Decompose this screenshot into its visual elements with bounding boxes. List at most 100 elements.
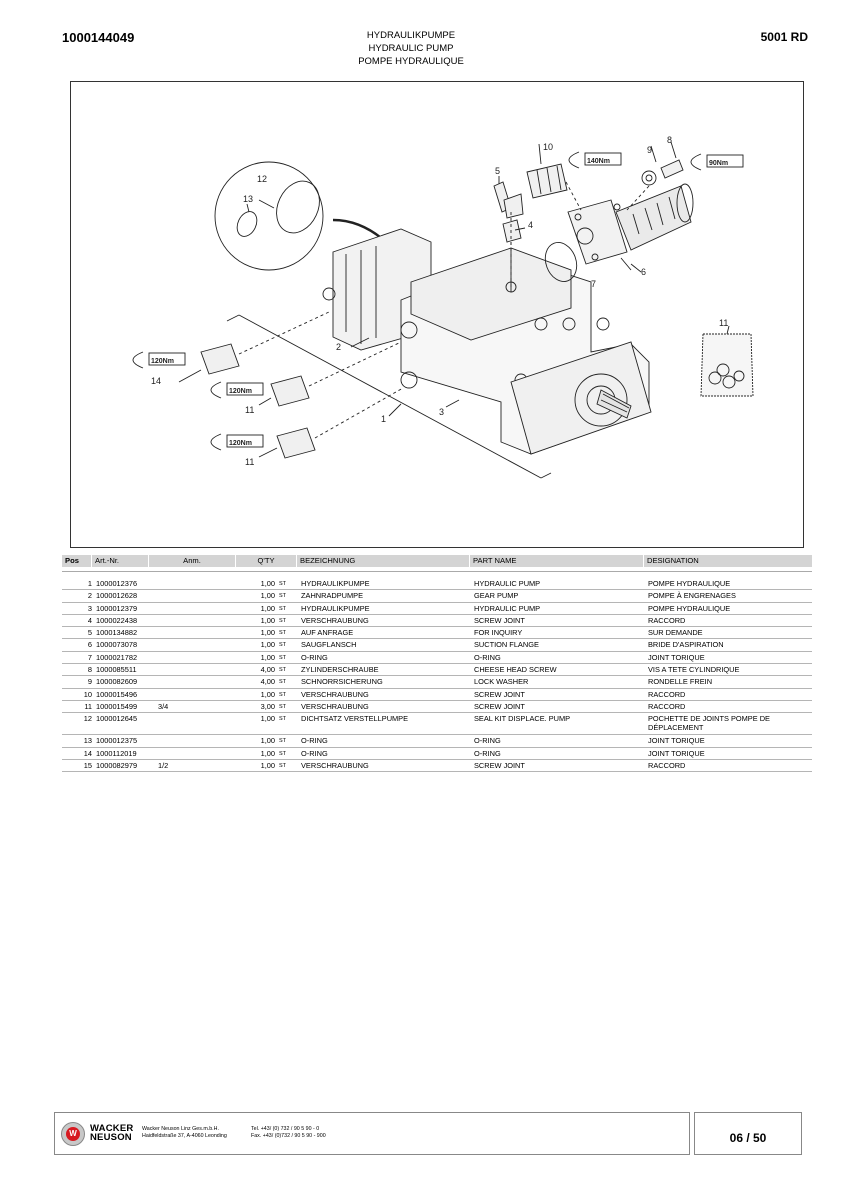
- model-number: 5001 RD: [760, 30, 808, 44]
- cell-bez: AUF ANFRAGE: [301, 628, 354, 638]
- cell-pos: 2: [87, 591, 92, 601]
- cell-qty: 1,00: [260, 736, 275, 746]
- cell-des: JOINT TORIQUE: [648, 652, 705, 662]
- callout-label: 2: [336, 342, 341, 352]
- cell-art: 1000085511: [96, 665, 137, 675]
- company-address: Haidfeldstraße 37, A-4060 Leonding: [142, 1133, 227, 1139]
- cell-art: 1000012375: [96, 736, 138, 746]
- col-art-header: Art.-Nr.: [92, 555, 148, 567]
- cell-part: GEAR PUMP: [474, 591, 519, 601]
- cell-part: HYDRAULIC PUMP: [474, 603, 541, 613]
- company-tel: Tel. +43/ (0) 732 / 90 5 90 - 0: [251, 1126, 320, 1132]
- cell-unit: ST: [279, 667, 287, 674]
- cell-bez: HYDRAULIKPUMPE: [301, 579, 370, 588]
- table-row: 9 1000082609 4,00 ST SCHNORRSICHERUNG LO…: [62, 676, 812, 689]
- cell-des: POMPE HYDRAULIQUE: [648, 579, 731, 588]
- o-ring-13-shape: [276, 180, 320, 234]
- callout-label: 9: [647, 145, 652, 155]
- cell-qty: 1,00: [260, 748, 275, 758]
- cell-part: O-RING: [474, 748, 501, 758]
- wrench-icon-120-c: [210, 433, 264, 451]
- title-german: HYDRAULIKPUMPE: [366, 30, 456, 41]
- cell-qty: 1,00: [260, 579, 275, 588]
- title-english: HYDRAULIC PUMP: [368, 43, 454, 54]
- cell-part: SCREW JOINT: [474, 689, 525, 699]
- cell-art: 1000082609: [96, 677, 138, 687]
- cell-art: 1000012379: [96, 603, 138, 613]
- torque-label: 120Nm: [229, 440, 252, 447]
- table-row: 10 1000015496 1,00 ST VERSCHRAUBUNG SCRE…: [62, 689, 812, 701]
- cell-des: RACCORD: [648, 760, 686, 770]
- page-number: 06 / 50: [694, 1112, 802, 1155]
- cell-bez: VERSCHRAUBUNG: [301, 701, 369, 711]
- cell-unit: ST: [279, 605, 287, 612]
- cell-qty: 4,00: [260, 665, 275, 675]
- cell-part: SEAL KIT DISPLACE. PUMP: [474, 714, 571, 724]
- cell-qty: 1,00: [260, 760, 275, 770]
- parts-table-body: 1 1000012376 1,00 ST HYDRAULIKPUMPE HYDR…: [62, 578, 812, 773]
- pump-illustration: 1 2 3 4 5 6 7 8 9 10 11 11 11 12 13 14 1…: [132, 135, 754, 479]
- callout-label: 8: [667, 135, 672, 145]
- cell-qty: 3,00: [260, 701, 275, 711]
- cell-art: 1000134882: [96, 628, 138, 638]
- company-fax: Fax. +43/ (0)732 / 90 5 90 - 900: [251, 1133, 326, 1139]
- divider: [62, 571, 812, 572]
- cell-art: 1000082979: [96, 760, 138, 770]
- torque-label: 120Nm: [229, 388, 252, 395]
- col-des-header: DESIGNATION: [644, 555, 812, 567]
- col-anm-header: Anm.: [149, 555, 235, 567]
- cell-pos: 4: [87, 615, 92, 625]
- cell-art: 1000012645: [96, 714, 138, 724]
- cell-bez: ZYLINDERSCHRAUBE: [301, 665, 379, 675]
- cell-pos: 14: [83, 748, 92, 758]
- torque-label: 90Nm: [709, 160, 728, 167]
- company-name: Wacker Neuson Linz Ges.m.b.H.: [142, 1126, 219, 1132]
- document-title: HYDRAULIKPUMPE HYDRAULIC PUMP POMPE HYDR…: [300, 29, 522, 68]
- callout-label: 5: [495, 166, 500, 176]
- cell-pos: 6: [87, 640, 92, 650]
- cell-unit: ST: [279, 738, 287, 745]
- cell-art: 1000012628: [96, 591, 138, 601]
- col-qty-header: Q'TY: [236, 555, 296, 567]
- torque-label: 120Nm: [151, 358, 174, 365]
- cell-unit: ST: [279, 630, 287, 637]
- cell-part: FOR INQUIRY: [474, 628, 523, 638]
- callout-label: 11: [245, 405, 254, 415]
- o-ring-14-shape: [236, 211, 258, 237]
- cell-qty: 1,00: [260, 628, 275, 638]
- torque-label: 140Nm: [587, 158, 610, 165]
- cell-part: HYDRAULIC PUMP: [474, 579, 541, 588]
- table-row: 4 1000022438 1,00 ST VERSCHRAUBUNG SCREW…: [62, 615, 812, 628]
- cell-des: RACCORD: [648, 615, 686, 625]
- cell-unit: ST: [279, 750, 287, 757]
- cell-pos: 11: [84, 701, 92, 711]
- cell-part: SUCTION FLANGE: [474, 640, 539, 650]
- cell-bez: O-RING: [301, 736, 328, 746]
- table-row: 12 1000012645 1,00 ST DICHTSATZ VERSTELL…: [62, 713, 812, 736]
- callout-label: 11: [719, 318, 728, 328]
- cell-art: 1000012376: [96, 579, 138, 588]
- table-row: 15 1000082979 1/2 1,00 ST VERSCHRAUBUNG …: [62, 760, 812, 773]
- callout-label: 13: [243, 194, 253, 204]
- cell-part: SCREW JOINT: [474, 701, 525, 711]
- cell-art: 1000073078: [96, 640, 138, 650]
- cell-bez: O-RING: [301, 748, 328, 758]
- cell-qty: 1,00: [260, 652, 275, 662]
- cell-pos: 7: [87, 652, 92, 662]
- cell-bez: VERSCHRAUBUNG: [301, 615, 369, 625]
- cell-pos: 1: [87, 579, 92, 588]
- cell-unit: ST: [279, 703, 287, 710]
- cell-part: SCREW JOINT: [474, 760, 525, 770]
- cell-anm: 1/2: [158, 760, 169, 770]
- cell-unit: ST: [279, 642, 287, 649]
- cell-des: RACCORD: [648, 701, 686, 711]
- wrench-icon-120-b: [210, 381, 264, 399]
- cell-unit: ST: [279, 762, 287, 769]
- cell-bez: VERSCHRAUBUNG: [301, 689, 369, 699]
- cell-pos: 5: [87, 628, 92, 638]
- cell-unit: ST: [279, 593, 287, 600]
- callout-label: 1: [381, 414, 386, 424]
- company-info-box: W WACKER NEUSON Wacker Neuson Linz Ges.m…: [54, 1112, 690, 1155]
- cell-bez: SCHNORRSICHERUNG: [301, 677, 383, 687]
- cell-pos: 10: [83, 689, 92, 699]
